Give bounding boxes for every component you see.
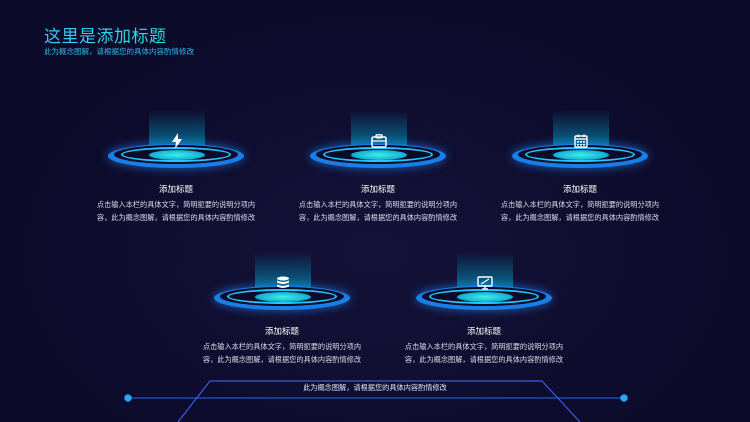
page-subtitle: 此为概念图解，请根据您的具体内容酌情修改 — [44, 47, 194, 56]
feature-item-2: 添加标题 点击输入本栏的具体文字，简明扼要的说明分项内容，此为概念图解，请根据您… — [278, 110, 478, 224]
right-node-icon — [620, 394, 628, 402]
calendar-icon — [569, 132, 593, 150]
item-description: 点击输入本栏的具体文字，简明扼要的说明分项内容，此为概念图解，请根据您的具体内容… — [500, 200, 660, 222]
item-description: 点击输入本栏的具体文字，简明扼要的说明分项内容，此为概念图解，请根据您的具体内容… — [96, 200, 256, 222]
page-title: 这里是添加标题 — [44, 22, 167, 47]
platform — [384, 252, 584, 322]
feature-item-5: 添加标题 点击输入本栏的具体文字，简明扼要的说明分项内容，此为概念图解，请根据您… — [384, 252, 584, 366]
monitor-icon — [473, 274, 497, 292]
briefcase-icon — [367, 132, 391, 150]
platform — [480, 110, 680, 180]
platform — [76, 110, 276, 180]
feature-item-4: 添加标题 点击输入本栏的具体文字，简明扼要的说明分项内容，此为概念图解，请根据您… — [182, 252, 382, 366]
left-node-icon — [124, 394, 132, 402]
database-icon — [271, 274, 295, 292]
feature-item-3: 添加标题 点击输入本栏的具体文字，简明扼要的说明分项内容，此为概念图解，请根据您… — [480, 110, 680, 224]
platform — [182, 252, 382, 322]
item-title: 添加标题 — [158, 185, 193, 195]
footer-caption: 此为概念图解，请根据您的具体内容酌情修改 — [303, 383, 447, 392]
item-description: 点击输入本栏的具体文字，简明扼要的说明分项内容，此为概念图解，请根据您的具体内容… — [298, 200, 458, 222]
item-description: 点击输入本栏的具体文字，简明扼要的说明分项内容，此为概念图解，请根据您的具体内容… — [202, 342, 362, 364]
item-title: 添加标题 — [466, 327, 501, 337]
item-title: 添加标题 — [360, 185, 395, 195]
lightning-icon — [165, 132, 189, 150]
item-title: 添加标题 — [562, 185, 597, 195]
item-title: 添加标题 — [264, 327, 299, 337]
feature-item-1: 添加标题 点击输入本栏的具体文字，简明扼要的说明分项内容，此为概念图解，请根据您… — [76, 110, 276, 224]
platform — [278, 110, 478, 180]
item-description: 点击输入本栏的具体文字，简明扼要的说明分项内容，此为概念图解，请根据您的具体内容… — [404, 342, 564, 364]
